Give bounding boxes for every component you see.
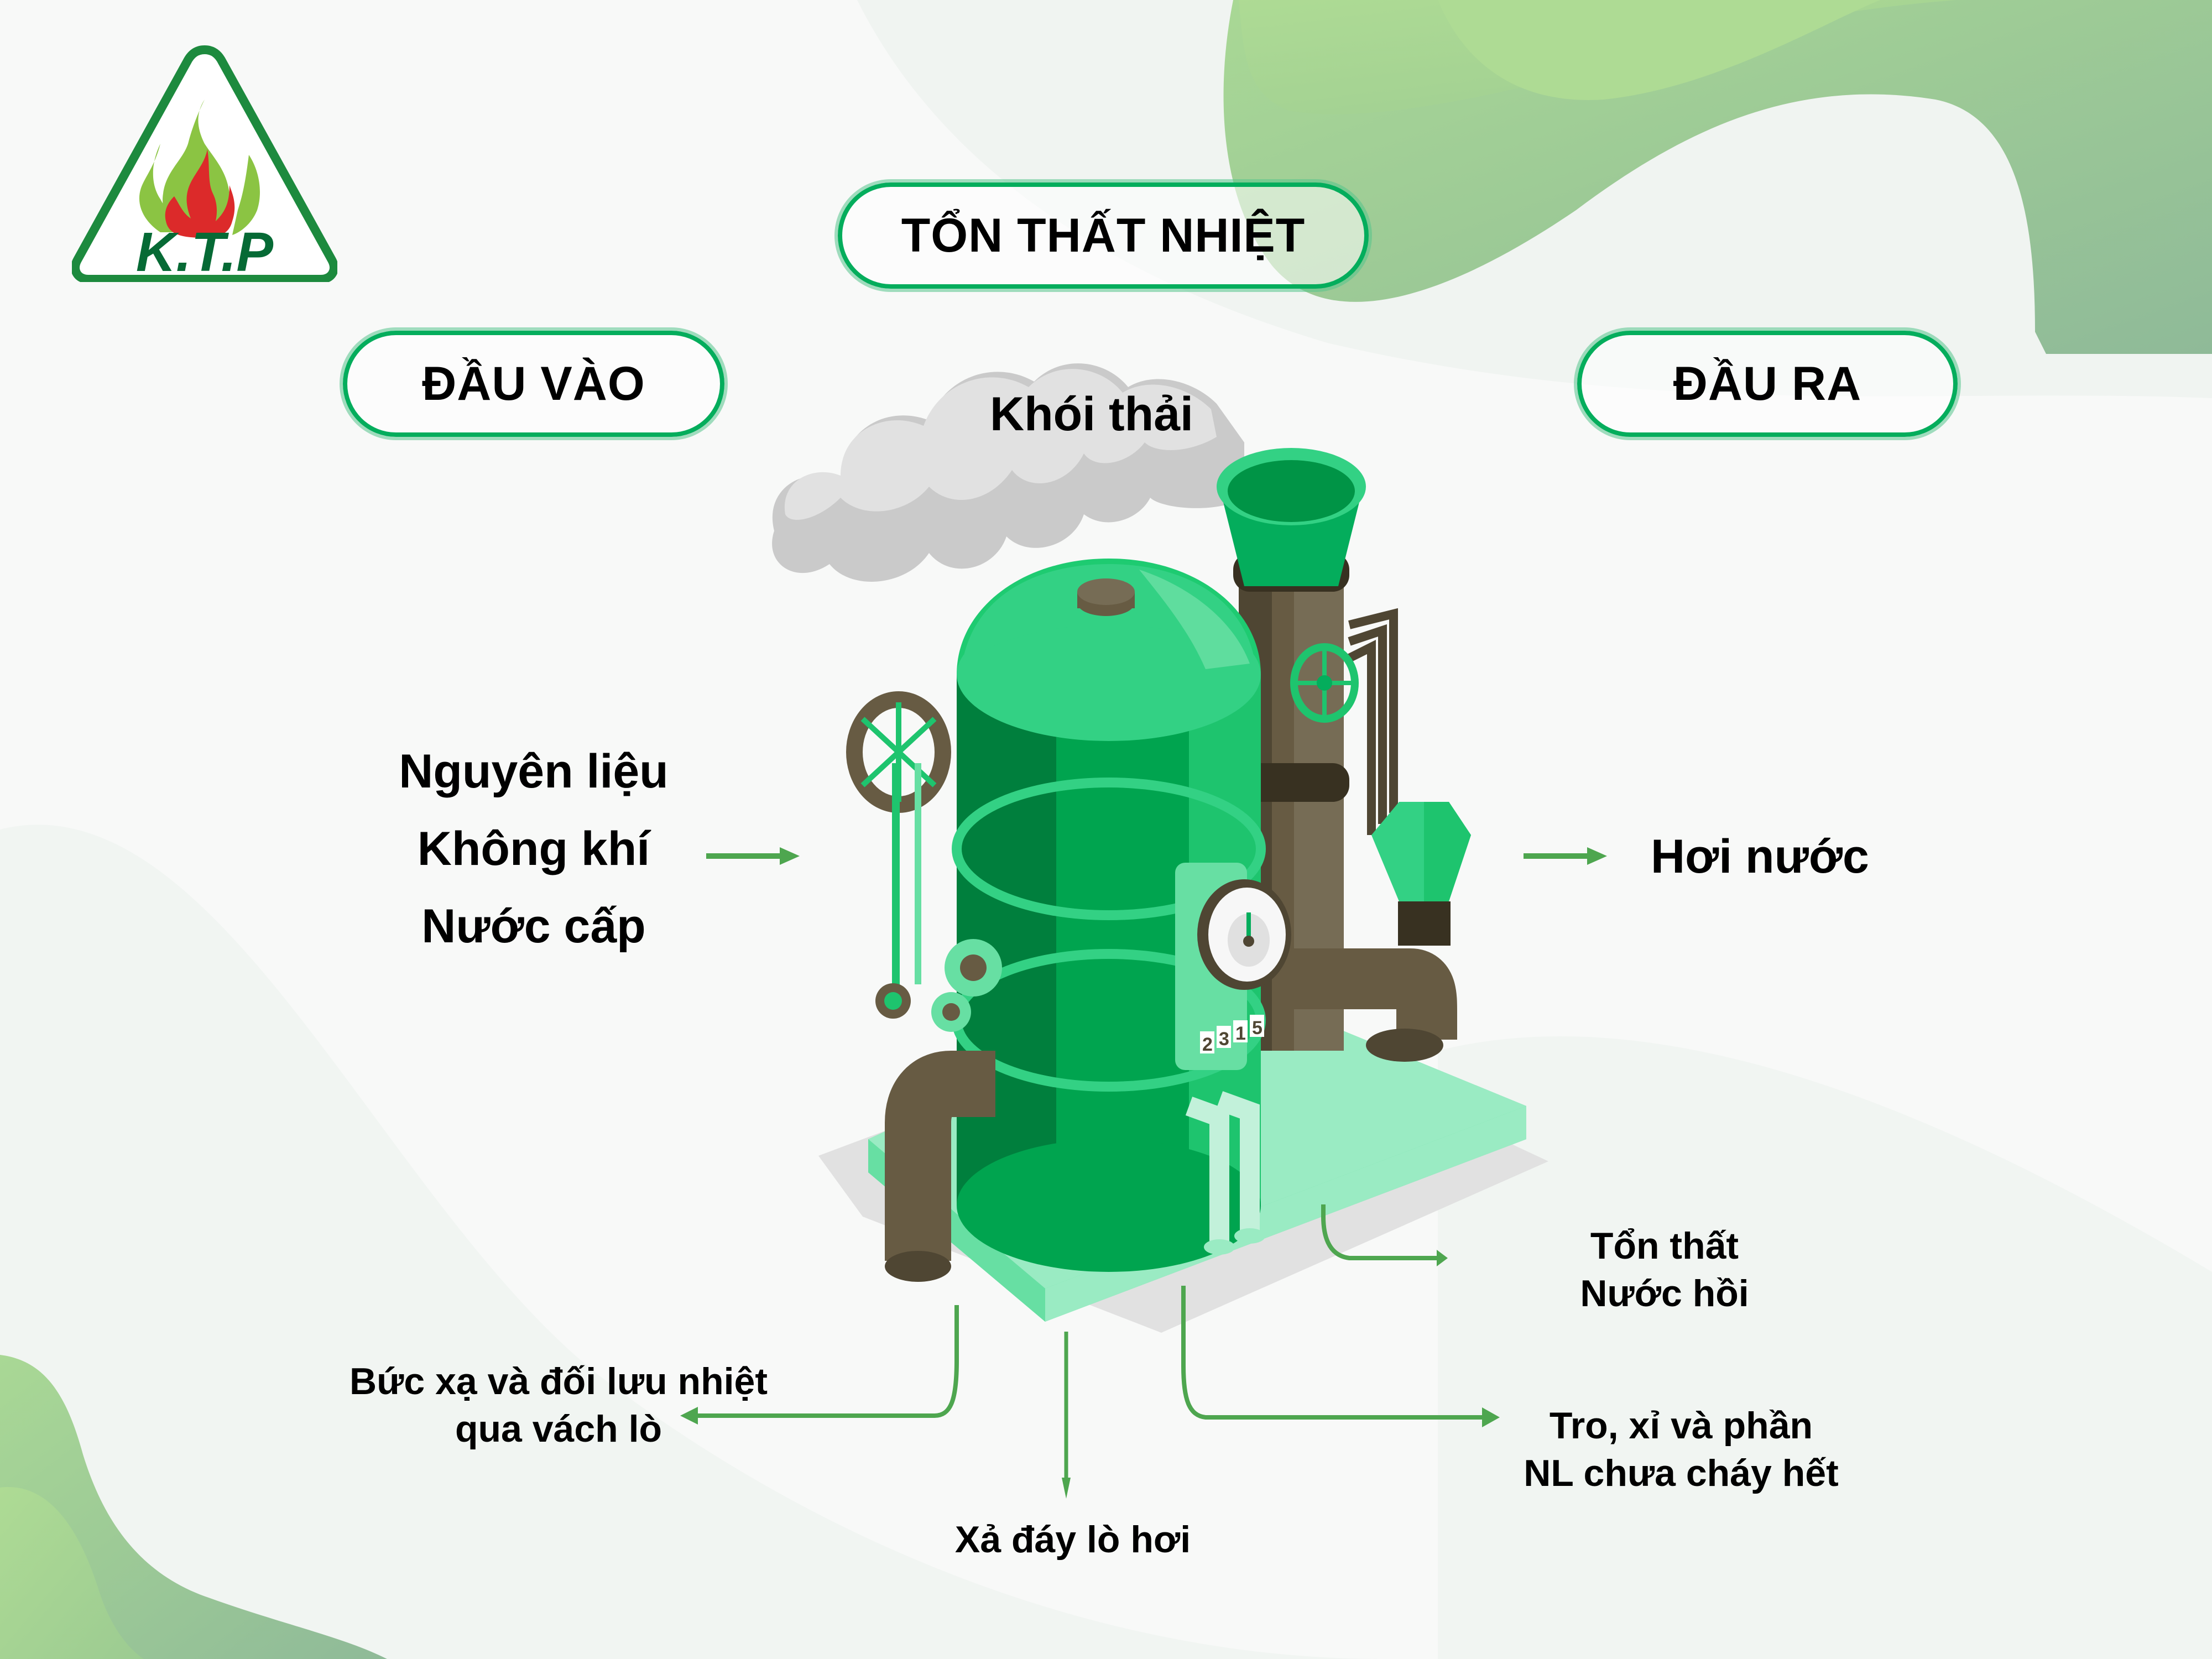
blowdown-label: Xả đáy lò hơi [954,1519,1191,1561]
title-pill: TỔN THẤT NHIỆT [838,182,1369,289]
inputs-list: Nguyên liệu Không khí Nước cấp [354,733,713,965]
wall-loss-line1: Bức xạ và đối lưu nhiệt [349,1360,768,1402]
steam-output-label: Hơi nước [1651,830,1869,883]
flame-icon [139,100,260,238]
ktp-logo: K.T.P [72,45,337,282]
svg-text:K.T.P: K.T.P [136,221,273,282]
condensate-loss-line2: Nước hồi [1580,1272,1749,1314]
input-item: Nước cấp [421,900,646,953]
wall-loss-line2: qua vách lò [455,1408,662,1450]
ash-loss-label: Tro, xỉ và phần NL chưa cháy hết [1493,1402,1869,1497]
input-header: ĐẦU VÀO [422,357,645,410]
wall-loss-label: Bức xạ và đối lưu nhiệt qua vách lò [310,1358,807,1453]
input-header-pill: ĐẦU VÀO [343,331,724,437]
ash-loss-line1: Tro, xỉ và phần [1549,1405,1813,1447]
output-header: ĐẦU RA [1673,357,1862,410]
condensate-loss-line1: Tổn thất [1590,1225,1739,1267]
input-item: Không khí [417,822,650,875]
condensate-loss-label: Tổn thất Nước hồi [1526,1222,1803,1317]
page-title: TỔN THẤT NHIỆT [901,208,1306,262]
ash-loss-line2: NL chưa cháy hết [1524,1452,1839,1494]
input-item: Nguyên liệu [399,745,669,798]
output-header-pill: ĐẦU RA [1577,331,1958,437]
exhaust-smoke-label: Khói thải [990,388,1193,441]
